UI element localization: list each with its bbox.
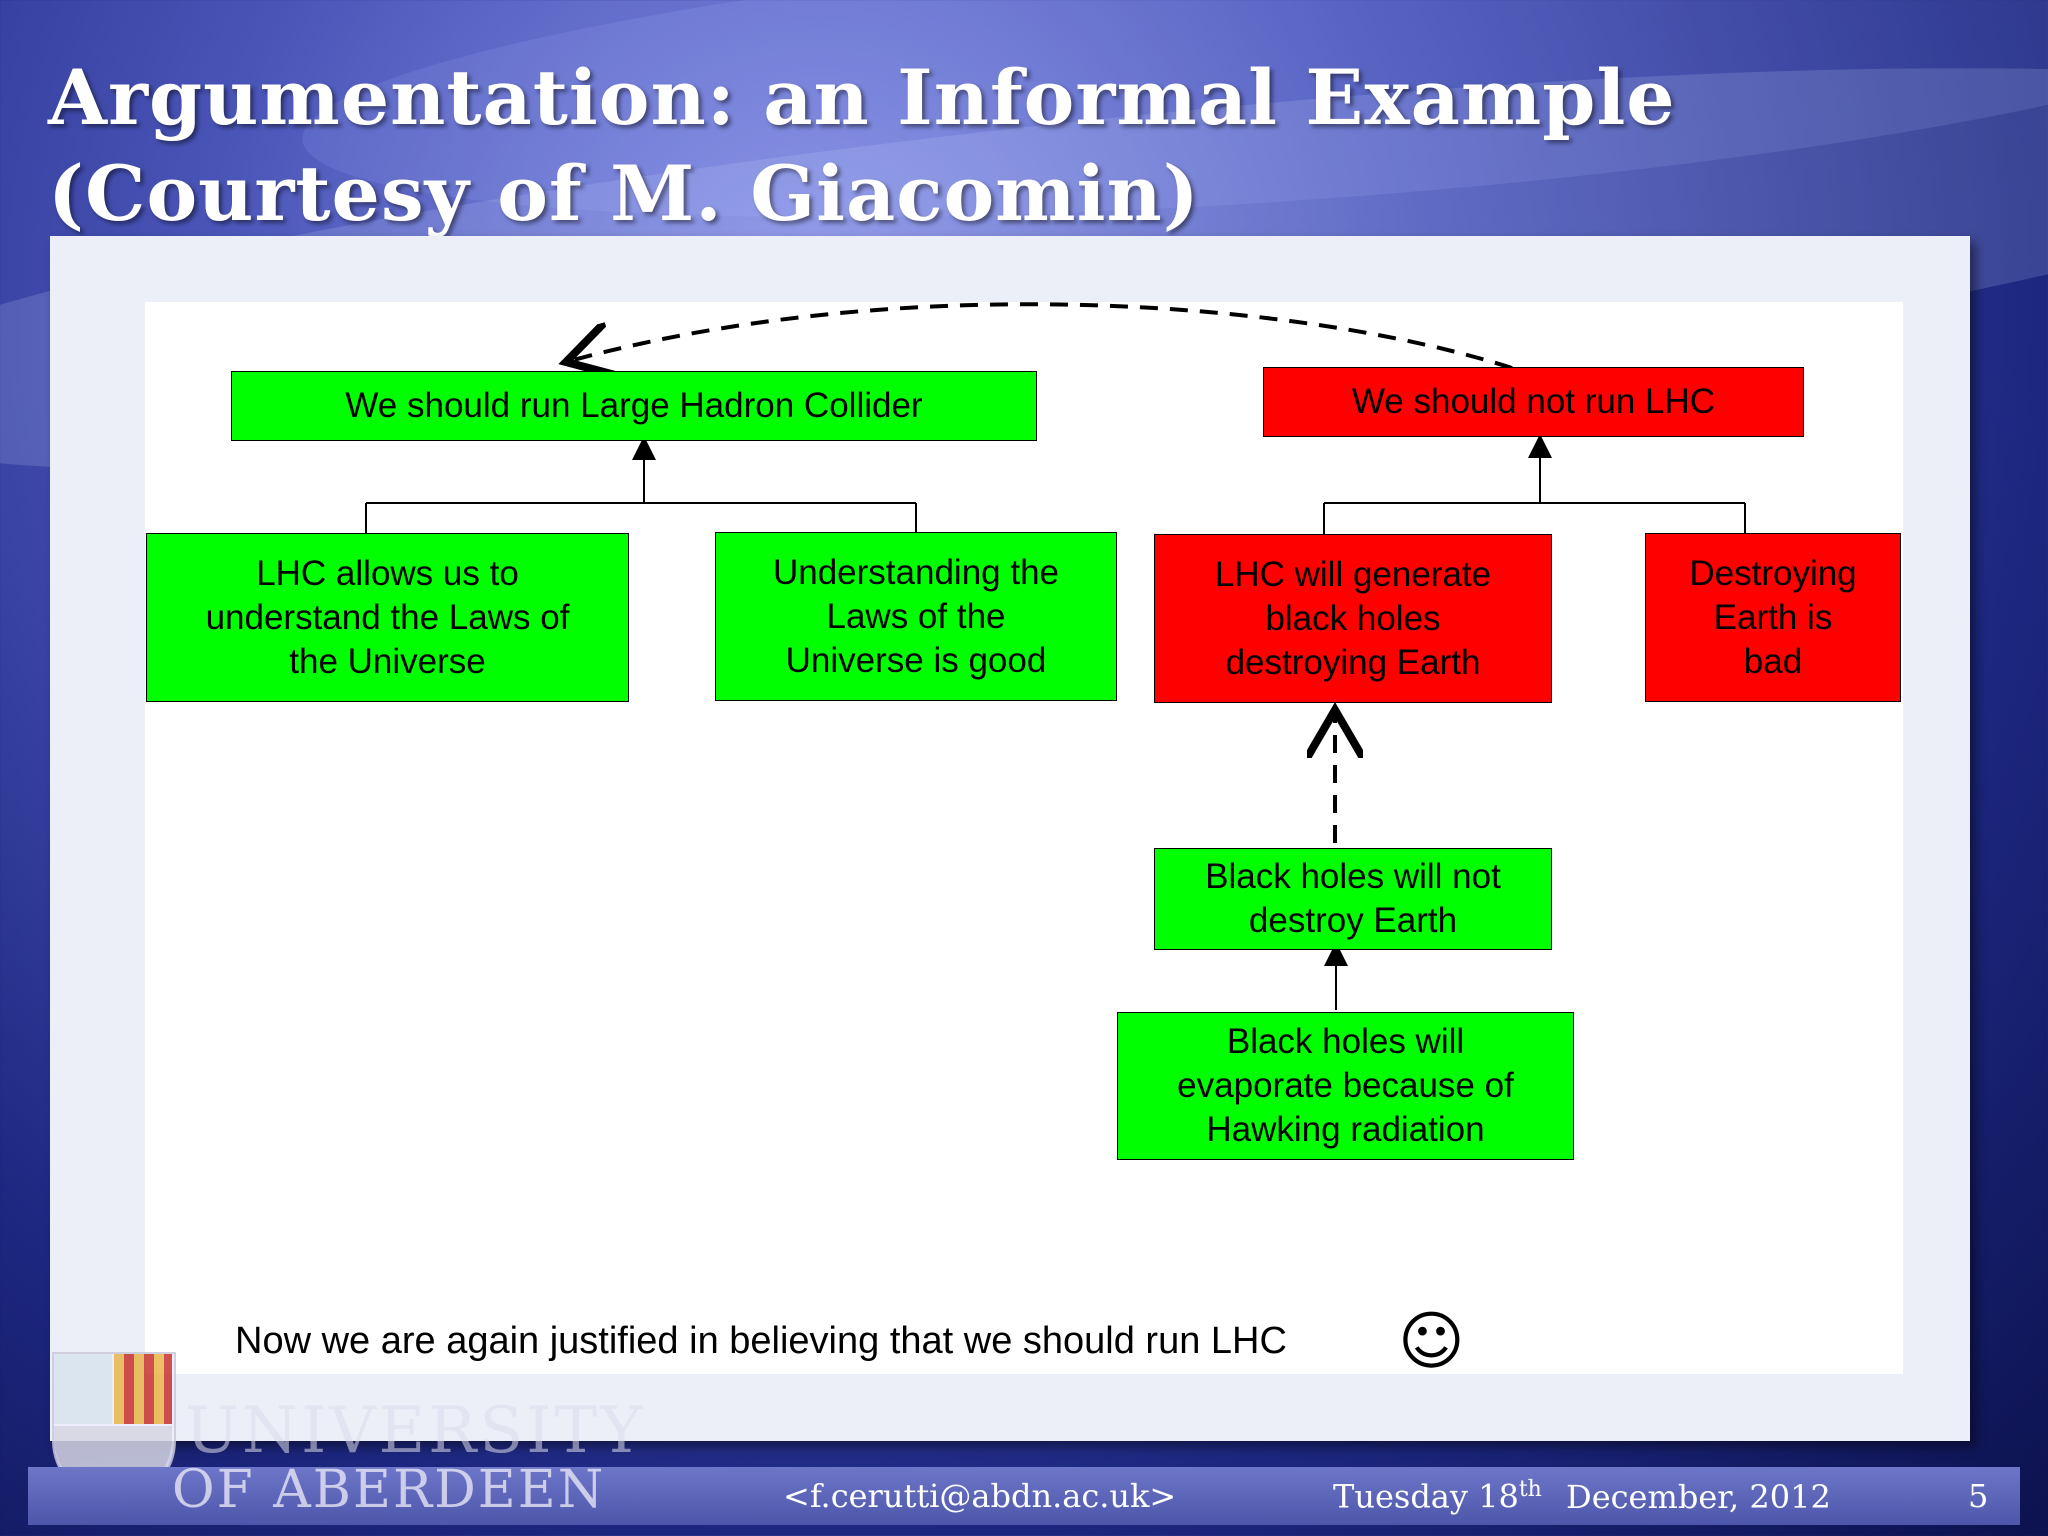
node-label: Black holes will evaporate because of Ha…: [1177, 1022, 1514, 1149]
node-destroying-bad: Destroying Earth is bad: [1645, 533, 1901, 702]
node-label: Destroying Earth is bad: [1689, 553, 1857, 681]
node-label: LHC allows us to understand the Laws of …: [205, 553, 570, 681]
node-bh-not-destroy: Black holes will not destroy Earth: [1154, 848, 1552, 950]
node-label: Understanding the Laws of the Universe i…: [772, 552, 1060, 680]
node-run-lhc: We should run Large Hadron Collider: [231, 371, 1037, 441]
footer-email: <f.cerutti@abdn.ac.uk>: [783, 1477, 1177, 1515]
diagram-canvas: [145, 302, 1903, 1374]
attack-arrow: [566, 302, 1513, 368]
date-prefix: Tuesday 18: [1333, 1477, 1519, 1516]
date-suffix: December, 2012: [1566, 1477, 1831, 1516]
node-label: LHC will generate black holes destroying…: [1214, 554, 1492, 682]
node-lhc-laws: LHC allows us to understand the Laws of …: [146, 533, 629, 702]
logo-aberdeen: OF ABERDEEN: [172, 1460, 606, 1520]
node-label: Black holes will not destroy Earth: [1205, 857, 1501, 940]
smiley-icon: ☺: [1398, 1305, 1465, 1379]
node-not-run-lhc: We should not run LHC: [1263, 367, 1804, 437]
footer-bar: <f.cerutti@abdn.ac.uk> Tuesday 18th Dece…: [28, 1467, 2020, 1525]
node-black-holes-destroy: LHC will generate black holes destroying…: [1154, 534, 1552, 703]
page-number: 5: [1968, 1477, 1989, 1515]
date-sup: th: [1518, 1477, 1542, 1502]
node-label: We should run Large Hadron Collider: [345, 386, 923, 425]
footer-date: Tuesday 18th December, 2012: [1333, 1477, 1831, 1516]
node-laws-good: Understanding the Laws of the Universe i…: [715, 532, 1117, 701]
node-label: We should not run LHC: [1351, 382, 1716, 421]
slide-title: Argumentation: an Informal Example (Cour…: [48, 53, 1676, 238]
logo-university: UNIVERSITY: [185, 1394, 646, 1468]
diagram-caption: Now we are again justified in believing …: [235, 1320, 1287, 1362]
node-bh-evaporate: Black holes will evaporate because of Ha…: [1117, 1012, 1574, 1160]
